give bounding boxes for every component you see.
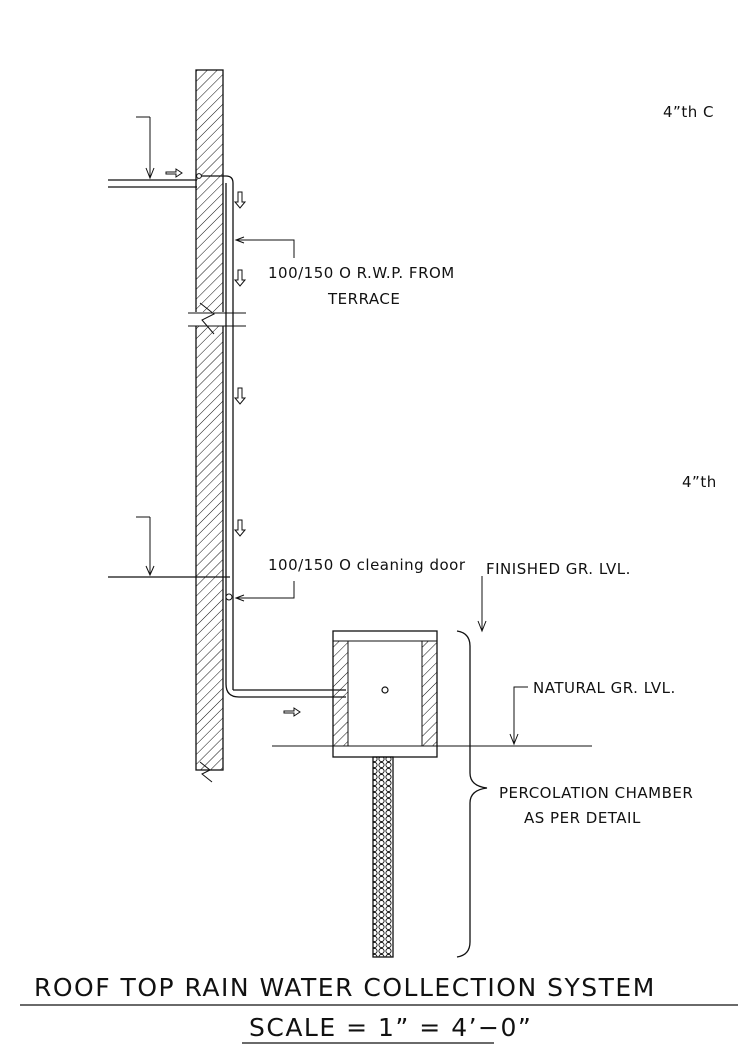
as-per-detail-label: AS PER DETAIL: [524, 809, 641, 827]
rwp-label: 100/150 O R.W.P. FROM: [268, 264, 455, 282]
top-right-label-fragment: 4”th C: [663, 103, 714, 121]
cleaning-door-label: 100/150 O cleaning door: [268, 556, 466, 574]
chamber-brace: [456, 630, 488, 958]
rain-water-pipe: [196, 173, 346, 698]
scale-label: SCALE = 1” = 4’−0”: [249, 1013, 532, 1042]
mid-right-label-fragment: 4”th: [682, 473, 717, 491]
finished-ground-level-label: FINISHED GR. LVL.: [486, 560, 631, 578]
percolation-bore: [372, 756, 394, 958]
terrace-label: TERRACE: [327, 290, 400, 308]
wall-section: [188, 69, 246, 783]
ground-level-marker: [108, 516, 230, 578]
flow-arrows: [165, 168, 301, 717]
natural-ground-level-label: NATURAL GR. LVL.: [533, 679, 676, 697]
percolation-chamber: [332, 630, 438, 758]
terrace-slab: [108, 116, 197, 188]
drawing-title: ROOF TOP RAIN WATER COLLECTION SYSTEM: [34, 973, 656, 1002]
leader-lines: [234, 236, 592, 747]
percolation-chamber-label: PERCOLATION CHAMBER: [499, 784, 693, 802]
